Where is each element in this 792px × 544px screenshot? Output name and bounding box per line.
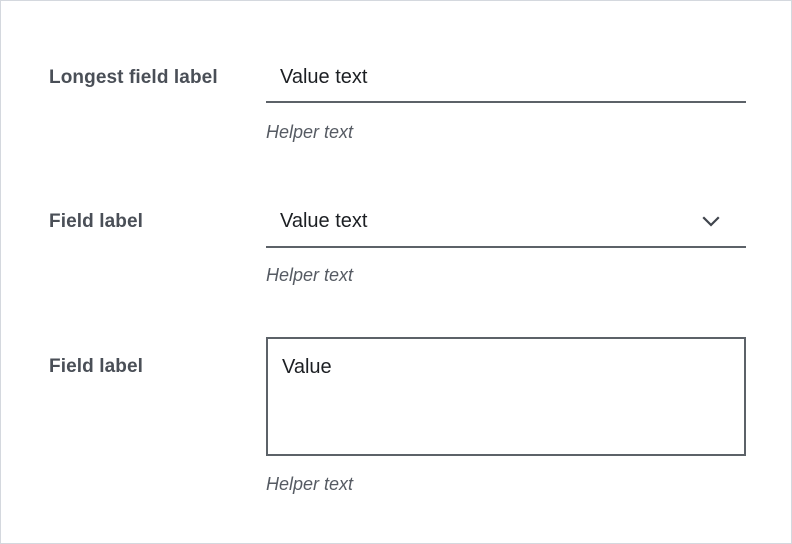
select-input-underline [266, 246, 746, 248]
select-input[interactable]: Value text [266, 208, 746, 248]
text-input-helper: Helper text [266, 122, 354, 142]
text-input[interactable]: Value text [266, 64, 746, 103]
select-input-value[interactable]: Value text [280, 210, 368, 232]
text-input-value[interactable]: Value text [280, 66, 368, 88]
textarea-input-helper: Helper text [266, 474, 354, 494]
field-label-select: Field label [49, 211, 144, 232]
select-input-row[interactable]: Value text [266, 208, 746, 234]
chevron-down-icon[interactable] [698, 208, 724, 234]
field-label-textarea: Field label [49, 356, 144, 377]
select-input-helper: Helper text [266, 265, 354, 285]
field-label-longest: Longest field label [49, 67, 218, 88]
textarea-input-value[interactable]: Value [282, 356, 332, 378]
textarea-input[interactable]: Value [266, 337, 746, 456]
text-input-underline [266, 101, 746, 103]
